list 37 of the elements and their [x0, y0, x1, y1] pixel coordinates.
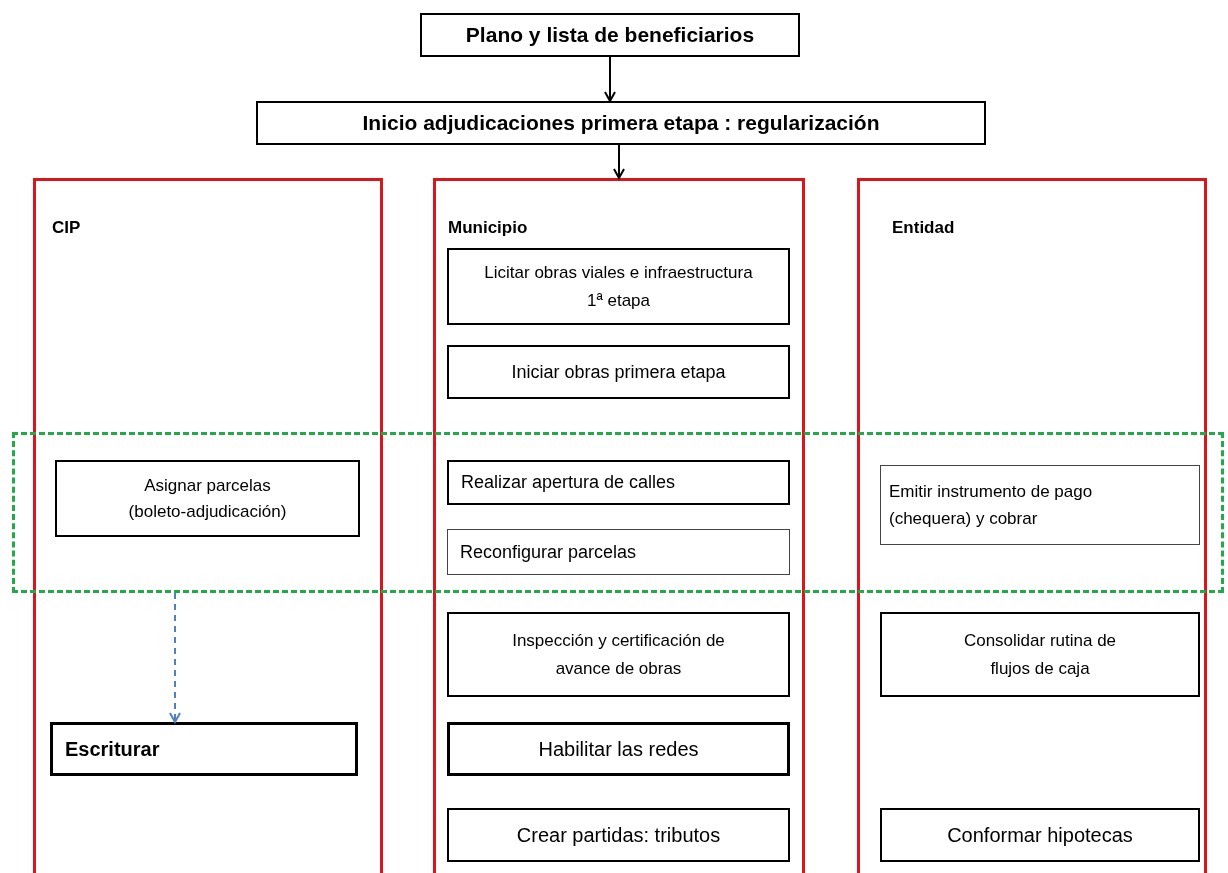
- process-box: [447, 529, 790, 575]
- process-box: [420, 13, 800, 57]
- process-box: [447, 345, 790, 399]
- swimlane: [857, 178, 1207, 873]
- box-label: Conformar hipotecas: [947, 823, 1133, 848]
- process-box: [447, 808, 790, 862]
- box-label: Plano y lista de beneficiarios: [465, 22, 755, 49]
- box-label: Consolidar rutina de flujos de caja: [962, 630, 1118, 680]
- box-label: Asignar parcelas (boleto-adjudicación): [127, 475, 288, 523]
- arrow: [613, 144, 625, 179]
- box-label: Inspección y certificación de avance de obras: [511, 630, 726, 680]
- process-box: [50, 722, 358, 776]
- process-box: [256, 101, 986, 145]
- box-label: Escriturar: [65, 737, 160, 762]
- arrow: [604, 56, 616, 102]
- box-label: Licitar obras viales e infraestructura 1ª etapa: [483, 262, 754, 312]
- process-box: [447, 612, 790, 697]
- swimlane: [33, 178, 383, 873]
- process-box: [880, 612, 1200, 697]
- box-label: Emitir instrumento de pago (chequera) y cobrar: [889, 480, 1094, 530]
- arrow: [169, 592, 181, 723]
- lane-heading: CIP: [52, 217, 81, 239]
- lane-heading: Entidad: [892, 217, 955, 239]
- swimlane: [433, 178, 805, 873]
- box-label: Crear partidas: tributos: [516, 823, 721, 848]
- box-label: Reconfigurar parcelas: [460, 540, 637, 564]
- process-box: [447, 722, 790, 776]
- process-box: [880, 465, 1200, 545]
- box-label: Habilitar las redes: [538, 737, 699, 762]
- box-label: Realizar apertura de calles: [461, 471, 676, 494]
- process-box: [55, 460, 360, 537]
- lane-heading: Municipio: [448, 217, 528, 239]
- process-box: [447, 248, 790, 325]
- process-box: [880, 808, 1200, 862]
- box-label: Inicio adjudicaciones primera etapa : regularización: [362, 110, 880, 137]
- box-label: Iniciar obras primera etapa: [511, 360, 726, 384]
- process-box: [447, 460, 790, 505]
